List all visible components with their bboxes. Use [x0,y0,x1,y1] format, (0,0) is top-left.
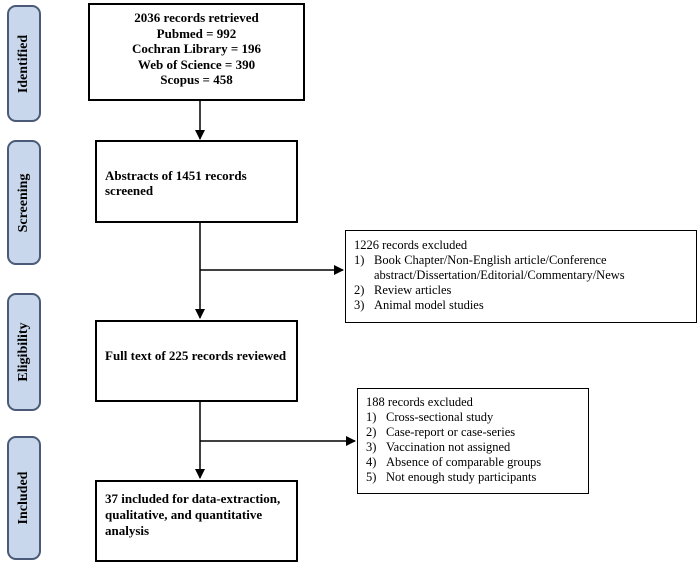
included-box: 37 included for data-extraction, qualita… [95,480,298,562]
list-item: 5)Not enough study participants [366,470,537,484]
phase-included: Included [7,436,41,560]
source-cochran-library: Cochran Library = 196 [131,41,262,56]
source-pubmed: Pubmed = 992 [156,25,237,41]
eligibility-text: Full text of 225 records reviewed [105,348,287,363]
included-text: 37 included for data-extraction, qualita… [105,491,281,538]
exclusion-1-list: 1)Book Chapter/Non-English article/Confe… [354,253,688,313]
list-item: 4)Absence of comparable groups [366,455,542,469]
eligibility-box: Full text of 225 records reviewed [95,320,298,402]
exclusion-1-title: 1226 records excluded [354,238,468,252]
records-retrieved: 2036 records retrieved [134,10,259,25]
exclusion-box-2: 188 records excluded 1)Cross-sectional s… [357,388,589,494]
list-item: 2)Review articles [354,283,452,297]
list-item: 1)Book Chapter/Non-English article/Confe… [354,253,625,282]
exclusion-box-1: 1226 records excluded 1)Book Chapter/Non… [345,230,697,323]
source-scopus: Scopus = 458 [160,72,233,87]
phase-screening: Screening [7,140,41,265]
exclusion-2-title: 188 records excluded [366,395,473,409]
list-item: 1)Cross-sectional study [366,410,494,424]
screening-box: Abstracts of 1451 records screened [95,140,298,223]
phase-eligibility: Eligibility [7,293,41,411]
list-item: 3)Vaccination not assigned [366,440,511,454]
source-web-of-science: Web of Science = 390 [137,56,256,72]
exclusion-2-list: 1)Cross-sectional study 2)Case-report or… [366,410,580,485]
identification-box: 2036 records retrieved Pubmed = 992 Coch… [88,3,305,101]
phase-identified: Identified [7,5,41,122]
screening-text: Abstracts of 1451 records screened [105,168,247,198]
list-item: 3)Animal model studies [354,298,484,312]
list-item: 2)Case-report or case-series [366,425,516,439]
